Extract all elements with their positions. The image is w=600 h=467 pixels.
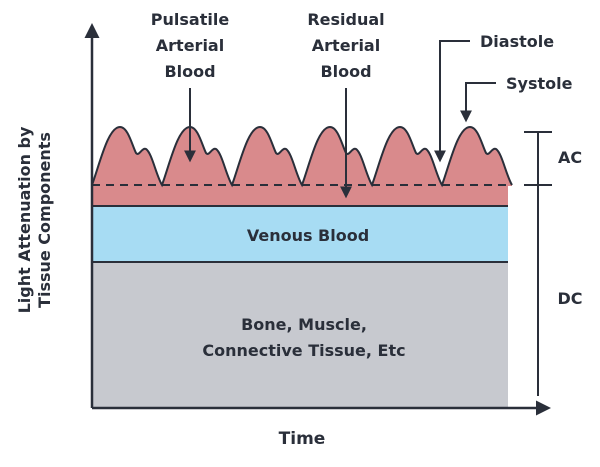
diastole-label: Diastole [480,32,554,51]
pulsatile-waveform [92,127,512,186]
systole-label: Systole [506,74,573,93]
diastole-leader [434,40,470,163]
pulsatile-label-line2: Arterial [156,36,224,55]
tissue-label-line1: Bone, Muscle, [241,315,367,334]
venous-blood-label: Venous Blood [247,226,369,245]
tissue-label-line2: Connective Tissue, Etc [202,341,405,360]
residual-label-line2: Arterial [312,36,380,55]
venous-blood-layer [92,206,508,262]
x-axis-label: Time [279,429,326,449]
pulsatile-label-line3: Blood [164,62,215,81]
y-axis-label-line1: Light Attenuation by [15,126,34,313]
pulsatile-label-line1: Pulsatile [151,10,230,29]
residual-label-line1: Residual [307,10,384,29]
tissue-layer [92,262,508,408]
ac-label: AC [558,148,582,167]
dc-label: DC [557,289,582,308]
residual-arterial-band [92,184,508,206]
residual-label-line3: Blood [320,62,371,81]
y-axis-label-line2: Tissue Components [35,132,54,308]
systole-leader [460,82,496,123]
